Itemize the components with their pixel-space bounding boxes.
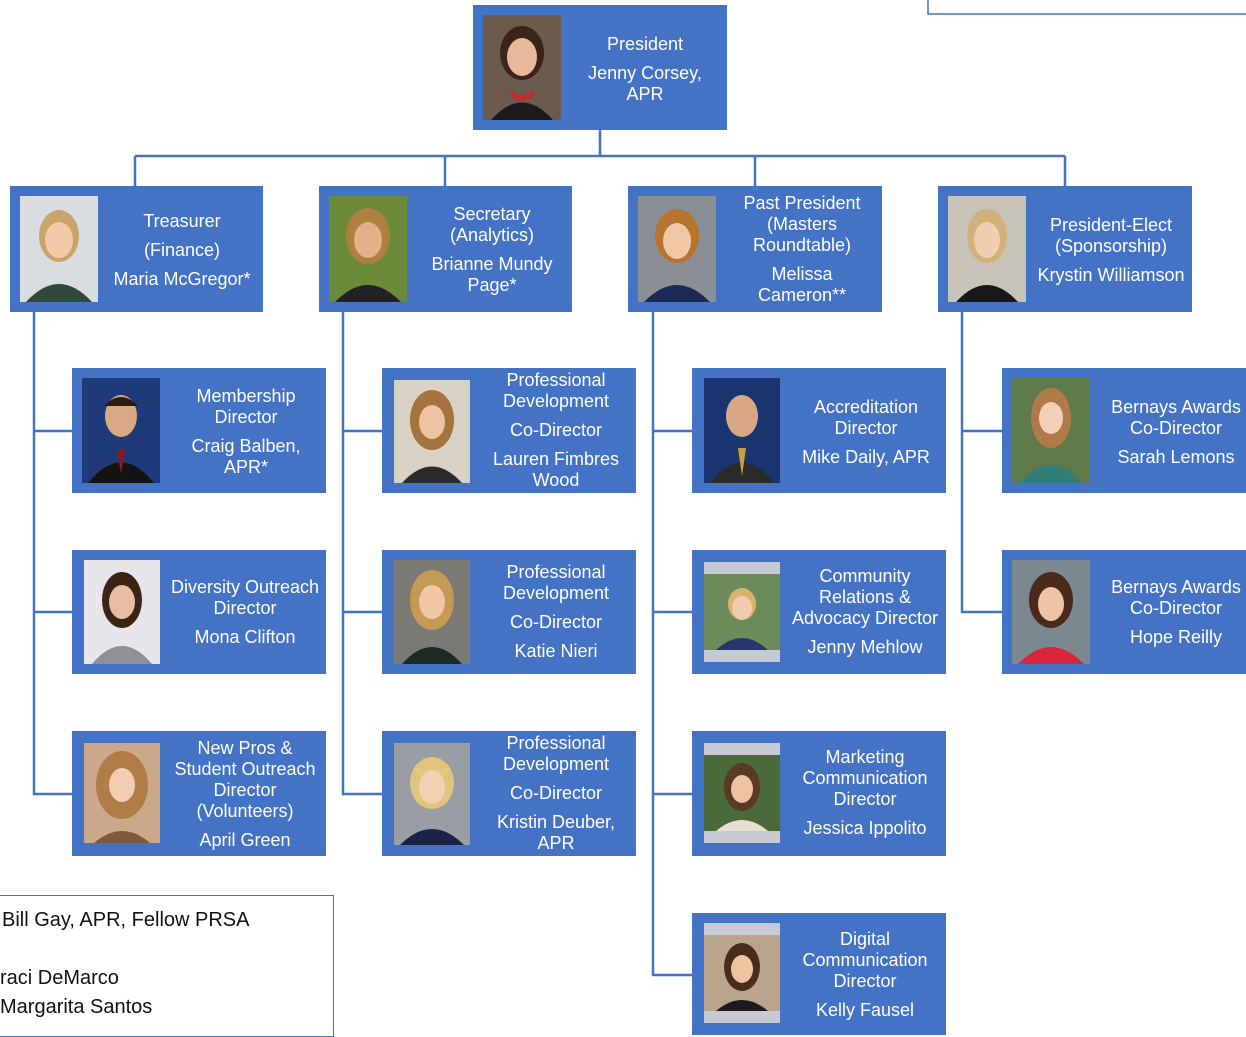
past-president-box: Past President (Masters Roundtable) Meli…	[628, 186, 882, 312]
treasurer-role: Treasurer	[143, 210, 221, 231]
marketing-role: Marketing Communication Director	[802, 747, 928, 809]
president-role: President	[606, 33, 684, 54]
pd3-box: Professional Development Co-Director Kri…	[382, 731, 636, 856]
treasurer-box: Treasurer (Finance) Maria McGregor*	[10, 186, 263, 312]
pd3-photo	[394, 743, 470, 845]
connector-secretary-spine	[341, 312, 382, 796]
diversity-text: Diversity Outreach Director Mona Clifton	[164, 564, 326, 660]
pd3-text: Professional Development Co-Director Kri…	[478, 733, 634, 853]
marketing-text: Marketing Communication Director Jessica…	[784, 743, 946, 843]
pd2-title: Co-Director	[509, 612, 602, 632]
pd3-name: Kristin Deuber, APR	[496, 811, 616, 853]
bernays2-photo	[1012, 560, 1090, 664]
pd2-name: Katie Nieri	[514, 641, 598, 661]
secretary-text: Secretary (Analytics) Brianne Mundy Page…	[417, 200, 567, 300]
treasurer-text: Treasurer (Finance) Maria McGregor*	[102, 204, 262, 296]
digital-name: Kelly Fausel	[815, 1000, 915, 1020]
connector-past-president-spine	[651, 312, 692, 977]
president-elect-role: President-Elect (Sponsorship)	[1049, 214, 1173, 256]
digital-text: Digital Communication Director Kelly Fau…	[784, 923, 946, 1027]
bernays1-box: Bernays Awards Co-Director Sarah Lemons	[1002, 368, 1246, 493]
diversity-box: Diversity Outreach Director Mona Clifton	[72, 550, 326, 674]
president-box: President Jenny Corsey, APR	[473, 5, 727, 130]
community-text: Community Relations & Advocacy Director …	[784, 552, 946, 672]
president-elect-photo	[948, 196, 1026, 302]
diversity-role: Diversity Outreach Director	[170, 576, 320, 618]
pd2-role: Professional Development	[502, 562, 610, 603]
newpros-name: April Green	[199, 829, 291, 850]
membership-photo	[82, 378, 160, 483]
pd1-photo	[394, 380, 470, 483]
marketing-box: Marketing Communication Director Jessica…	[692, 731, 946, 856]
membership-name: Craig Balben, APR*	[191, 436, 301, 477]
digital-box: Digital Communication Director Kelly Fau…	[692, 913, 946, 1035]
digital-photo	[704, 923, 780, 1023]
pd1-title: Co-Director	[509, 419, 602, 440]
diversity-name: Mona Clifton	[194, 626, 296, 647]
accreditation-text: Accreditation Director Mike Daily, APR	[788, 382, 944, 482]
treasurer-sub: (Finance)	[143, 239, 221, 260]
pd1-role: Professional Development	[502, 369, 610, 411]
pd2-photo	[394, 560, 470, 664]
marketing-name: Jessica Ippolito	[803, 818, 927, 838]
pd1-box: Professional Development Co-Director Lau…	[382, 368, 636, 493]
secretary-name: Brianne Mundy Page*	[431, 254, 553, 295]
president-elect-box: President-Elect (Sponsorship) Krystin Wi…	[938, 186, 1192, 312]
president-elect-text: President-Elect (Sponsorship) Krystin Wi…	[1034, 200, 1188, 300]
accreditation-photo	[704, 378, 780, 483]
community-role: Community Relations & Advocacy Director	[791, 566, 939, 628]
membership-text: Membership Director Craig Balben, APR*	[168, 382, 324, 482]
past-president-name: Melissa Cameron**	[757, 263, 847, 305]
treasurer-name: Maria McGregor*	[113, 268, 251, 289]
notes-line-1: Bill Gay, APR, Fellow PRSA	[2, 909, 250, 931]
notes-line-3: Margarita Santos	[0, 996, 153, 1018]
bernays1-name: Sarah Lemons	[1117, 446, 1235, 467]
president-elect-name: Krystin Williamson	[1037, 264, 1185, 285]
digital-role: Digital Communication Director	[802, 929, 928, 991]
pd1-name: Lauren Fimbres Wood	[492, 448, 620, 490]
marketing-photo	[704, 743, 780, 843]
connector-treasurer-spine	[32, 312, 72, 796]
secretary-role: Secretary (Analytics)	[449, 204, 534, 245]
pd3-title: Co-Director	[509, 782, 602, 803]
connector-president-elect-spine	[960, 312, 1002, 614]
past-president-role: Past President (Masters Roundtable)	[743, 192, 861, 255]
accreditation-name: Mike Daily, APR	[802, 446, 930, 467]
pd1-text: Professional Development Co-Director Lau…	[478, 370, 634, 490]
pd2-box: Professional Development Co-Director Kat…	[382, 550, 636, 674]
president-photo	[483, 15, 561, 120]
past-president-photo	[638, 196, 716, 302]
past-president-text: Past President (Masters Roundtable) Meli…	[726, 192, 878, 306]
newpros-box: New Pros & Student Outreach Director (Vo…	[72, 731, 326, 856]
bernays2-role: Bernays Awards Co-Director	[1111, 576, 1241, 618]
secretary-photo	[329, 196, 407, 302]
diversity-photo	[84, 560, 160, 664]
note-box-top-right	[927, 0, 1246, 15]
newpros-text: New Pros & Student Outreach Director (Vo…	[164, 735, 326, 853]
bernays1-text: Bernays Awards Co-Director Sarah Lemons	[1098, 382, 1246, 482]
newpros-role: New Pros & Student Outreach Director (Vo…	[174, 737, 316, 821]
treasurer-photo	[20, 196, 98, 302]
membership-box: Membership Director Craig Balben, APR*	[72, 368, 326, 493]
bernays2-box: Bernays Awards Co-Director Hope Reilly	[1002, 550, 1246, 674]
bernays1-role: Bernays Awards Co-Director	[1111, 396, 1241, 438]
president-name: Jenny Corsey, APR	[588, 62, 702, 104]
bernays1-photo	[1012, 378, 1090, 483]
pd3-role: Professional Development	[502, 732, 610, 774]
accreditation-box: Accreditation Director Mike Daily, APR	[692, 368, 946, 493]
pd2-text: Professional Development Co-Director Kat…	[478, 560, 634, 664]
accreditation-role: Accreditation Director	[813, 396, 919, 438]
bernays2-name: Hope Reilly	[1129, 626, 1223, 647]
community-box: Community Relations & Advocacy Director …	[692, 550, 946, 674]
newpros-photo	[84, 743, 160, 843]
membership-role: Membership Director	[196, 386, 296, 427]
community-photo	[704, 562, 780, 662]
community-name: Jenny Mehlow	[807, 637, 923, 657]
bernays2-text: Bernays Awards Co-Director Hope Reilly	[1098, 564, 1246, 660]
secretary-box: Secretary (Analytics) Brianne Mundy Page…	[319, 186, 572, 312]
notes-line-2: raci DeMarco	[0, 967, 119, 989]
president-text: President Jenny Corsey, APR	[569, 23, 721, 115]
